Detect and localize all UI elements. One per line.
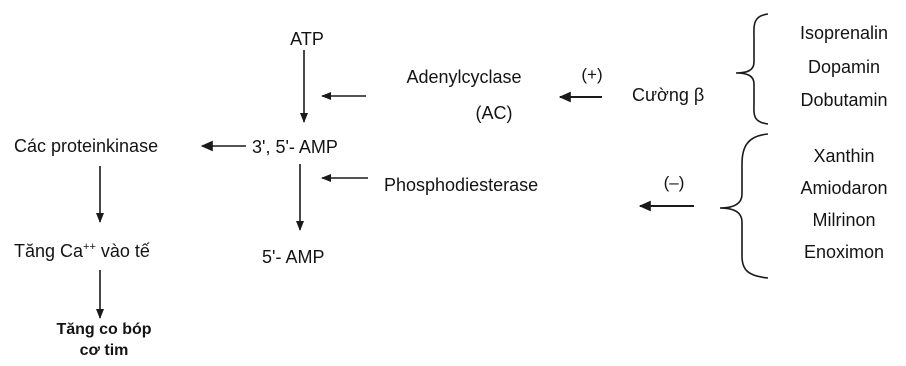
camp-label: 3', 5'- AMP (252, 137, 338, 157)
pde-inhibitor-item: Milrinon (812, 210, 876, 230)
ac-abbreviation: (AC) (475, 103, 513, 123)
pde-inhibitor-item: Amiodaron (800, 178, 888, 198)
calcium-entry-label: Tăng Ca++ vào tế (14, 240, 150, 262)
calcium-entry-suffix: vào tế (95, 241, 150, 261)
calcium-charge: ++ (83, 241, 96, 253)
beta-agonist-label: Cường β (632, 85, 705, 105)
adenylcyclase-label: Adenylcyclase (406, 67, 522, 87)
brace-beta-agonists (735, 13, 769, 125)
contractility-line-2: cơ tim (79, 342, 129, 359)
inhibition-sign: (–) (663, 173, 685, 192)
5-amp-label: 5'- AMP (262, 247, 325, 267)
beta-agonist-item: Isoprenalin (799, 23, 889, 43)
pde-inhibitor-item: Enoximon (803, 242, 885, 262)
calcium-entry-prefix: Tăng Ca (14, 241, 84, 261)
pde-inhibitor-item: Xanthin (813, 146, 875, 166)
proteinkinase-label: Các proteinkinase (14, 136, 159, 156)
beta-agonist-item: Dopamin (807, 57, 881, 77)
beta-agonist-item: Dobutamin (800, 90, 888, 110)
brace-pde-inhibitors (719, 133, 769, 279)
phosphodiesterase-label: Phosphodiesterase (384, 175, 539, 195)
contractility-line-1: Tăng co bóp (56, 321, 152, 338)
atp-label: ATP (290, 29, 324, 49)
stimulation-sign: (+) (581, 65, 603, 84)
